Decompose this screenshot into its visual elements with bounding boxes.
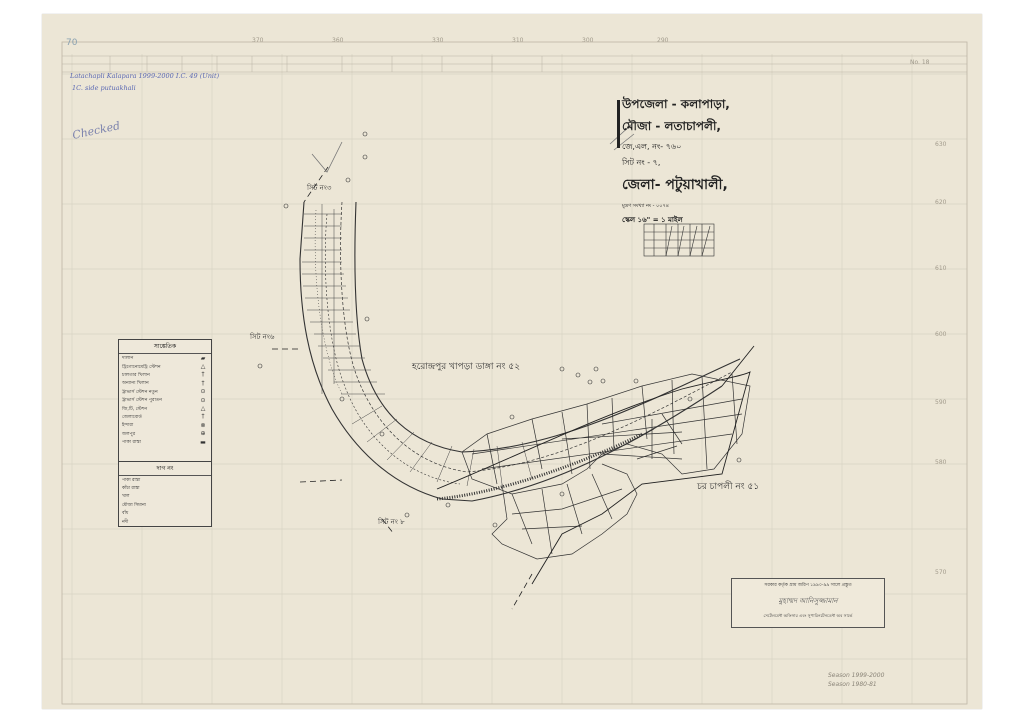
legend-row: ট্রাভার্স স্টেশন নতুন⊙ bbox=[119, 388, 211, 396]
svg-text:620: 620 bbox=[935, 199, 947, 206]
handwritten-note-1: Latachapli Kalapara 1999-2000 I.C. 49 (U… bbox=[70, 72, 220, 80]
svg-text:630: 630 bbox=[935, 141, 947, 148]
legend-row: ট্রিগোনোমেট্রি স্টেশন△ bbox=[119, 362, 211, 370]
settlement-plots bbox=[461, 373, 751, 560]
svg-text:290: 290 bbox=[657, 37, 669, 44]
svg-text:360: 360 bbox=[332, 37, 344, 44]
cross-icon: † bbox=[201, 379, 205, 387]
plot-legend-row: পাকা রাস্তা bbox=[122, 477, 141, 483]
map-drawing: 630 620 610 600 590 580 570 370 360 330 310 300… bbox=[61, 37, 968, 705]
legend-row: ইন্দারা⊗ bbox=[119, 421, 211, 429]
plot-legend-row: খাল bbox=[122, 494, 130, 500]
title-block: উপজেলা - কলাপাড়া, মৌজা - লতাচাপলী, জে,এ… bbox=[617, 96, 822, 226]
plot-legend-row: বাঁধ bbox=[122, 511, 129, 517]
sheet8-label: সিট নং ৮ bbox=[378, 518, 405, 526]
season-note-2: Season 1980-81 bbox=[828, 681, 877, 688]
legend-title: সাঙ্কেতিক bbox=[119, 340, 211, 354]
plot-legend-row: কাঁচা রাস্তা bbox=[122, 486, 140, 492]
south-mouza-label: চর চাপলী নং ৫১ bbox=[697, 482, 760, 492]
svg-text:610: 610 bbox=[935, 265, 947, 272]
svg-text:370: 370 bbox=[252, 37, 264, 44]
sheet3-label: সিট নং৩ bbox=[307, 184, 332, 192]
sheet-ref: 70 bbox=[66, 38, 78, 48]
circle-cross-icon: ⊗ bbox=[200, 421, 206, 429]
certification-line3: সেটেলমেন্ট অফিসার এবং সুপারিনটেনডেন্ট অব… bbox=[763, 613, 853, 618]
circle-dot-icon: ⊙ bbox=[200, 396, 206, 404]
jl-no-label: জে,এল, নং- ৭৬০ bbox=[622, 142, 682, 151]
traverse-stations bbox=[257, 131, 742, 528]
plot-legend-title: দাগ নং bbox=[119, 462, 211, 476]
plot-legend: দাগ নং পাকা রাস্তা কাঁচা রাস্তা খাল মৌজা… bbox=[118, 461, 212, 527]
sheet-no-right: No. 18 bbox=[910, 59, 930, 66]
sheet6-label: সিট নং৬ bbox=[250, 333, 275, 341]
legend-row: জি,টি, স্টেশন△ bbox=[119, 404, 211, 412]
handwritten-note-2: 1C. side putuakhali bbox=[72, 84, 136, 92]
triangle-icon: △ bbox=[200, 363, 206, 371]
river-corridor bbox=[299, 201, 741, 502]
cross-icon: † bbox=[201, 371, 205, 379]
svg-text:600: 600 bbox=[935, 331, 947, 338]
plot-legend-row: মৌজা সিমানা bbox=[122, 502, 146, 508]
legend-row: জেলাবোর্ড† bbox=[119, 413, 211, 421]
certification-line1: সরকার কর্তৃক গ্রাম জরিপ ১৯৯০-৯৯ সালে প্র… bbox=[764, 583, 852, 588]
legend-row: পাকা রাস্তা▬ bbox=[119, 438, 211, 446]
plot-legend-row: নদী bbox=[122, 519, 129, 525]
print-no-label: মুদ্রণ সংখ্যা নং - ০০৭৪ bbox=[622, 203, 670, 209]
symbol-legend: সাঙ্কেতিক দালান▰ ট্রিগোনোমেট্রি স্টেশন△ … bbox=[118, 339, 212, 463]
svg-text:580: 580 bbox=[935, 459, 947, 466]
scale-label: স্কেল ১৬" = ১ মাইল bbox=[622, 216, 683, 224]
map-sheet: 630 620 610 600 590 580 570 370 360 330 310 300… bbox=[42, 14, 982, 709]
certification-box: সরকার কর্তৃক গ্রাম জরিপ ১৯৯০-৯৯ সালে প্র… bbox=[731, 578, 885, 628]
svg-text:590: 590 bbox=[935, 399, 947, 406]
north-mouza-label: হরোন্দ্রপুর খাপড়া ডাঙ্গা নং ৫২ bbox=[412, 362, 521, 372]
legend-row: চালতার খিলান† bbox=[119, 371, 211, 379]
circle-plus-icon: ⊕ bbox=[200, 430, 206, 438]
circle-dot-icon: ⊙ bbox=[200, 388, 206, 396]
svg-text:570: 570 bbox=[935, 569, 947, 576]
district-label: জেলা- পটুয়াখালী, bbox=[622, 177, 728, 193]
svg-text:330: 330 bbox=[432, 37, 444, 44]
svg-text:310: 310 bbox=[512, 37, 524, 44]
sheet-no-label: সিট নং - ৭, bbox=[622, 158, 661, 167]
legend-row: দালান▰ bbox=[119, 354, 211, 362]
triangle-icon: △ bbox=[200, 405, 206, 413]
legend-row: অন্যান্য খিলান† bbox=[119, 379, 211, 387]
cross-icon: † bbox=[201, 413, 205, 421]
legend-row: জলপুর⊕ bbox=[119, 430, 211, 438]
bar-icon: ▬ bbox=[200, 438, 206, 446]
building-icon: ▰ bbox=[200, 354, 206, 362]
svg-text:300: 300 bbox=[582, 37, 594, 44]
upazila-label: উপজেলা - কলাপাড়া, bbox=[622, 97, 730, 111]
mouza-label: মৌজা - লতাচাপলী, bbox=[622, 119, 721, 133]
signature: মুহাম্মদ আনিসুজ্জামান bbox=[778, 597, 838, 605]
season-note-1: Season 1999-2000 bbox=[828, 672, 885, 679]
legend-row: ট্রাভার্স স্টেশন পুরাতন⊙ bbox=[119, 396, 211, 404]
title-bar bbox=[617, 100, 620, 148]
